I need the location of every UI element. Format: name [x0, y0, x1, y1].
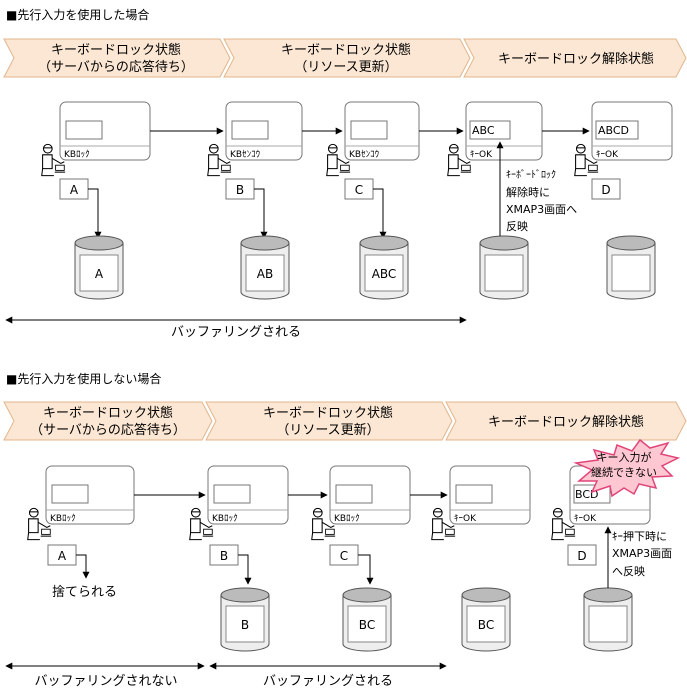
buffer-drum [583, 587, 633, 652]
phase-label: （サーバからの応答待ち） [38, 59, 194, 75]
section1-screen-4: ABC ｷｰOK [465, 101, 543, 161]
drum-label: ABC [372, 267, 397, 281]
section1-heading: ■先行入力を使用した場合 [6, 7, 149, 22]
note-line: XMAP3画面 [612, 547, 672, 560]
phase-label: キーボードロック解除状態 [498, 51, 654, 67]
screen-status: KBﾛｯｸ [212, 513, 238, 524]
section2-screen-4: ｷｰOK [449, 465, 531, 525]
buffer-drum: AB [240, 235, 290, 300]
key-label: B [220, 549, 228, 563]
section2-screen-1: KBﾛｯｸ [45, 465, 135, 525]
section2-keys: A B C D [47, 544, 597, 566]
key-label: B [236, 183, 244, 197]
phase-banner [205, 401, 453, 441]
key-label: C [355, 183, 363, 197]
section1-drums: A AB ABC [74, 235, 656, 300]
section1-screen-2: KBｾﾝｺｳ [225, 101, 303, 161]
buffer-drum: BC [461, 587, 511, 652]
phase-banner [463, 38, 687, 78]
buffer-drum: A [74, 235, 124, 300]
starburst-line: 継続できない [591, 465, 657, 479]
input-arrow [254, 188, 268, 239]
section2-drums: B BC BC [220, 587, 633, 652]
drum-label: AB [257, 267, 273, 281]
note-line: 解除時に [506, 185, 550, 199]
buffer-drum: ABC [359, 235, 409, 300]
note-line: へ反映 [612, 565, 645, 578]
section1-screen-1: KBﾛｯｸ [59, 101, 151, 161]
key-label: D [601, 183, 610, 197]
section2-phase-banners: キーボードロック状態 （サーバからの応答待ち） キーボードロック状態 （リソース… [3, 401, 687, 441]
screen-field: ABCD [598, 124, 629, 137]
phase-banner [223, 38, 471, 78]
screen-status: KBﾛｯｸ [50, 513, 76, 524]
note-line: ｷｰﾎﾞｰﾄﾞﾛｯｸ [506, 169, 556, 181]
phase-banner [445, 401, 687, 441]
key-label: C [340, 549, 348, 563]
section1-phase-banners: キーボードロック状態 （サーバからの応答待ち） キーボードロック状態 （リソース… [3, 38, 687, 78]
phase-label: キーボードロック状態 [281, 42, 411, 58]
buffer-drum [606, 235, 656, 300]
phase-label: （サーバからの応答待ち） [30, 422, 186, 438]
section2-screen-3: KBﾛｯｸ [329, 465, 411, 525]
screen-status: KBｾﾝｺｳ [230, 149, 261, 160]
section1-note: ｷｰﾎﾞｰﾄﾞﾛｯｸ 解除時に XMAP3画面へ 反映 [506, 169, 577, 233]
phase-label: （リソース更新） [276, 422, 379, 438]
buffer-label-left: バッファリングされない [34, 674, 177, 689]
phase-banner [3, 38, 231, 78]
section1-screen-5: ABCD ｷｰOK [591, 101, 673, 161]
input-arrow [358, 554, 374, 585]
discard-label: 捨てられる [52, 584, 117, 600]
screen-status: ｷｰOK [470, 150, 493, 160]
buffer-label-right: バッファリングされる [263, 674, 393, 689]
drum-label: B [241, 618, 249, 632]
phase-label: キーボードロック状態 [263, 405, 393, 421]
input-arrow [76, 554, 90, 579]
key-label: A [58, 549, 67, 563]
note-line: XMAP3画面へ [506, 203, 577, 216]
drum-label: A [95, 267, 104, 281]
input-arrow [88, 188, 102, 239]
buffer-drum: BC [342, 587, 392, 652]
phase-label: キーボードロック状態 [43, 405, 173, 421]
section2-screen-2: KBﾛｯｸ [207, 465, 289, 525]
section2-note: ｷｰ押下時に XMAP3画面 へ反映 [612, 529, 672, 578]
drum-label: BC [359, 618, 375, 632]
drum-label: BC [478, 618, 494, 632]
input-arrow [238, 554, 252, 585]
buffer-label: バッファリングされる [171, 325, 301, 340]
screen-status: ｷｰOK [596, 150, 619, 160]
phase-label: （リソース更新） [294, 59, 397, 75]
section2-starburst: キー入力が 継続できない [573, 438, 681, 498]
input-arrow [373, 188, 387, 239]
screen-status: KBｾﾝｺｳ [349, 149, 380, 160]
section1-screen-3: KBｾﾝｺｳ [344, 101, 420, 161]
section2-heading: ■先行入力を使用しない場合 [6, 371, 161, 386]
note-line: ｷｰ押下時に [612, 529, 667, 543]
screen-status: ｷｰOK [454, 514, 477, 524]
phase-label: キーボードロック状態 [51, 42, 181, 58]
phase-banner [3, 401, 213, 441]
buffer-drum: B [220, 587, 270, 652]
key-label: D [577, 549, 586, 563]
key-label: A [70, 183, 79, 197]
screen-status: KBﾛｯｸ [334, 513, 360, 524]
starburst-line: キー入力が [597, 450, 652, 464]
screen-status: KBﾛｯｸ [64, 149, 90, 160]
phase-label: キーボードロック解除状態 [488, 414, 644, 430]
buffer-drum [479, 235, 529, 300]
note-line: 反映 [506, 220, 528, 233]
screen-status: ｷｰOK [574, 514, 597, 524]
screen-field: ABC [472, 124, 495, 137]
error-starburst [573, 438, 681, 498]
